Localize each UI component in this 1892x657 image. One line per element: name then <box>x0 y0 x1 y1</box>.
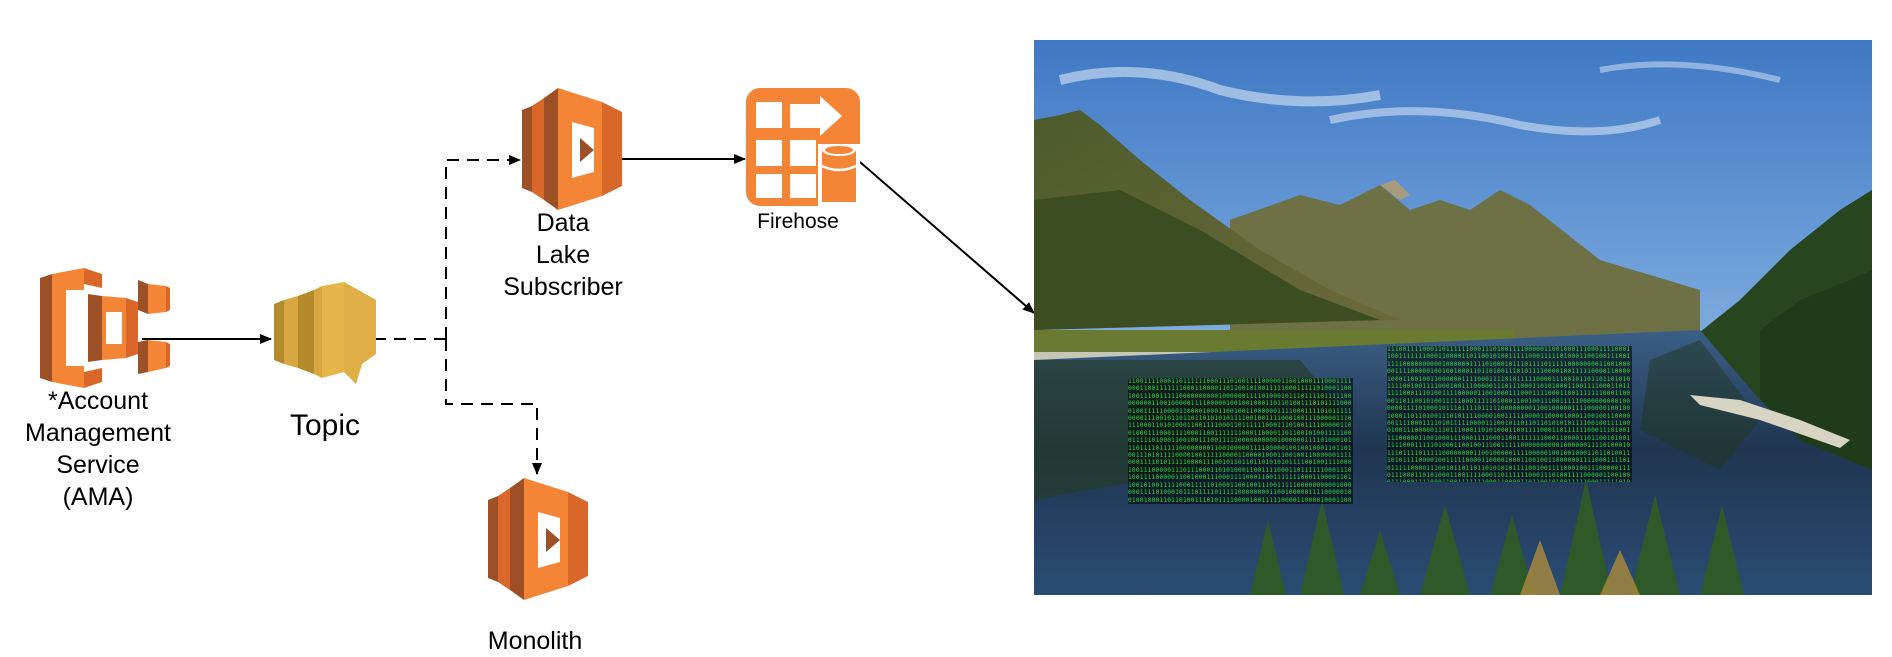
aws-ecs-icon <box>40 268 170 388</box>
ama-label-line-2: Management <box>25 419 171 447</box>
connector-topic-to-monolith <box>445 339 542 475</box>
data-lake-subscriber-label-line-1: Data <box>536 209 590 237</box>
binary-code-overlay-right: 1110011110001101111110001110100111100000… <box>1387 346 1632 482</box>
aws-lambda-icon <box>522 88 622 210</box>
topic-label: Topic <box>289 409 361 442</box>
connectors <box>142 154 1035 475</box>
data-lake-subscriber-label: Data Lake Subscriber <box>488 207 638 303</box>
data-lake-subscriber-label-line-3: Subscriber <box>503 273 623 301</box>
ama-label: *Account Management Service (AMA) <box>18 385 178 513</box>
ama-label-line-3: Service <box>56 451 140 479</box>
aws-sns-topic-icon <box>274 282 376 384</box>
aws-lambda-icon <box>488 478 588 600</box>
monolith-label: Monolith <box>487 627 583 655</box>
ama-label-line-4: (AMA) <box>62 483 134 511</box>
firehose-label: Firehose <box>757 210 839 233</box>
mountain-lake-photo <box>1034 40 1872 595</box>
binary-code-overlay-left: 1100111100011011111100011101001111000001… <box>1128 378 1353 504</box>
ama-label-line-1: *Account <box>47 387 149 415</box>
data-lake-subscriber-label-line-2: Lake <box>535 241 591 269</box>
connector-topic-to-data-lake-subscriber <box>445 155 521 339</box>
aws-kinesis-firehose-icon <box>746 88 860 206</box>
connector-firehose-to-lake <box>859 161 1035 314</box>
